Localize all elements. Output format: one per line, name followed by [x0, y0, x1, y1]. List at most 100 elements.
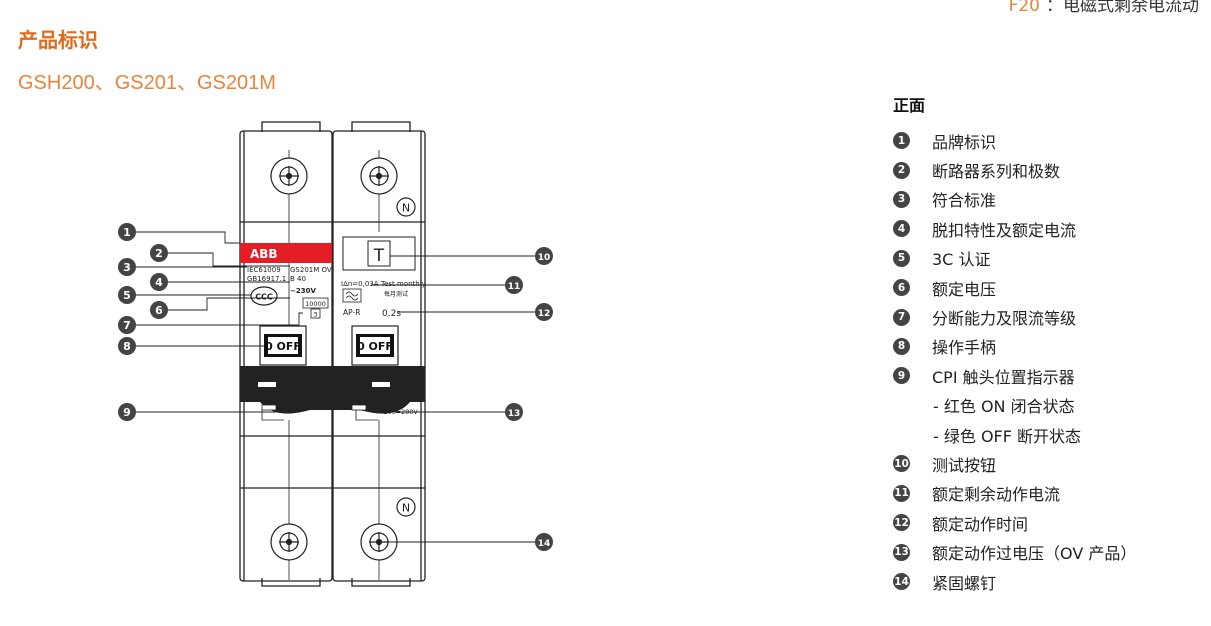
callout-number: 12 [538, 309, 551, 319]
legend-item: 8 操作手柄 [893, 332, 1203, 361]
legend-item-text: 测试按钮 [932, 455, 997, 475]
test-monthly-label: Test monthly [380, 280, 426, 288]
cpi-band [240, 366, 425, 414]
legend-item-text: 符合标准 [932, 191, 997, 211]
legend-subitems: - 红色 ON 闭合状态 - 绿色 OFF 断开状态 [893, 391, 1203, 450]
module-left [239, 130, 333, 582]
callout-badge: 4 [150, 273, 168, 291]
test-button[interactable] [367, 240, 391, 267]
callout-badge: 5 [118, 286, 136, 304]
callout-number: 3 [123, 261, 131, 274]
callout-number: 2 [155, 247, 163, 260]
voltage-label: ~230V [290, 287, 316, 295]
sine-wave-icon [342, 288, 362, 303]
legend-number-badge: 7 [893, 308, 910, 326]
handle-right[interactable]: 0 OFF [351, 325, 399, 366]
breaking-capacity: 10000 [305, 300, 326, 308]
page-title: 产品标识 [18, 28, 98, 52]
legend-number-badge: 9 [893, 367, 910, 385]
callout-badge: 7 [118, 316, 136, 334]
legend-item-text: 脱扣特性及额定电流 [932, 220, 1077, 240]
handle-left[interactable]: 0 OFF [259, 325, 307, 366]
legend-item-text: 额定动作时间 [932, 514, 1029, 534]
legend-item: 11 额定剩余动作电流 [893, 479, 1203, 508]
neutral-label-bottom: N [402, 502, 410, 515]
legend-item-text: 紧固螺钉 [932, 573, 997, 593]
legend-item-text: 分断能力及限流等级 [932, 309, 1077, 329]
legend-number-badge: 13 [893, 543, 910, 561]
test-button-label: T [373, 246, 385, 266]
callout-number: 6 [155, 304, 163, 317]
callout-badge: 9 [118, 403, 136, 421]
legend-number-badge: 5 [893, 249, 910, 267]
ccc-mark-icon [250, 286, 278, 306]
legend-item: 7 分断能力及限流等级 [893, 302, 1203, 331]
legend-number-badge: 8 [893, 337, 910, 355]
type-label: AP-R [343, 308, 360, 317]
breaking-capacity-box [302, 297, 329, 309]
callout-badge: 14 [535, 533, 553, 551]
standard-iec: IEC61009 [247, 266, 281, 274]
standard-gb: GB16917.1 [247, 275, 286, 283]
brand-logo: ABB [250, 247, 278, 261]
legend-item-text: CPI 触头位置指示器 [932, 367, 1075, 387]
legend-subitem: - 绿色 OFF 断开状态 [933, 426, 1082, 446]
cpi-indicator-right [351, 404, 367, 411]
callout-number: 13 [508, 409, 521, 419]
terminal-screw-top-left [270, 157, 308, 195]
legend-item: 4 脱扣特性及额定电流 [893, 214, 1203, 243]
legend-item-text: 额定电压 [932, 279, 997, 299]
callout-badge: 12 [535, 303, 553, 321]
limiting-class-box [310, 308, 321, 319]
callout-badge: 13 [505, 403, 523, 421]
legend-number-badge: 2 [893, 161, 910, 179]
terminal-screw-top-right [360, 157, 398, 195]
cpi-indicator-left [261, 404, 277, 411]
legend-item-text: 品牌标识 [932, 132, 997, 152]
residual-current-label: IΔn=0,03A [341, 280, 379, 288]
legend-item-text: 额定动作过电压（OV 产品） [932, 544, 1137, 564]
callout-number: 9 [123, 406, 131, 419]
test-monthly-cn-label: 每月测试 [384, 290, 408, 298]
cut-off-code: F20 [1008, 0, 1040, 16]
breaker-diagram: N N ABB IEC61009 GB16917.1 GS201M OV B 4… [118, 121, 553, 587]
bottom-clip-left [261, 578, 321, 587]
neutral-mark-bottom [396, 497, 416, 517]
callout-badge: 6 [150, 301, 168, 319]
cut-off-header-text: F20 ：电磁式剩余电流动 [1009, 0, 1199, 16]
callout-badge: 3 [118, 258, 136, 276]
cut-off-description: ：电磁式剩余电流动 [1046, 0, 1199, 16]
bottom-clip-right [351, 578, 411, 587]
legend-item: 13 额定动作过电压（OV 产品） [893, 537, 1203, 566]
legend-subitem: - 红色 ON 闭合状态 [933, 397, 1075, 417]
legend-item-text: 操作手柄 [932, 338, 997, 358]
legend-item: 9 CPI 触头位置指示器 [893, 361, 1203, 390]
legend-number-badge: 11 [893, 484, 910, 502]
callout-number: 11 [508, 282, 521, 292]
handle-right-label: 0 OFF [357, 340, 393, 353]
callout-badge: 1 [118, 223, 136, 241]
svg-text:CCC: CCC [255, 293, 273, 302]
brand-strip [240, 243, 332, 263]
model-list: GSH200、GS201、GS201M [18, 72, 276, 94]
callout-badge: 11 [505, 276, 523, 294]
limiting-class: 3 [313, 311, 317, 319]
callout-number: 7 [123, 319, 131, 332]
callout-badge: 10 [535, 247, 553, 265]
legend-number-badge: 12 [893, 514, 910, 532]
legend-item-text: 额定剩余动作电流 [932, 485, 1061, 505]
module-right [332, 130, 426, 582]
terminal-screw-bottom-left [270, 523, 308, 561]
callout-number: 14 [538, 539, 551, 549]
legend-number-badge: 4 [893, 220, 910, 238]
handle-left-label: 0 OFF [265, 340, 301, 353]
